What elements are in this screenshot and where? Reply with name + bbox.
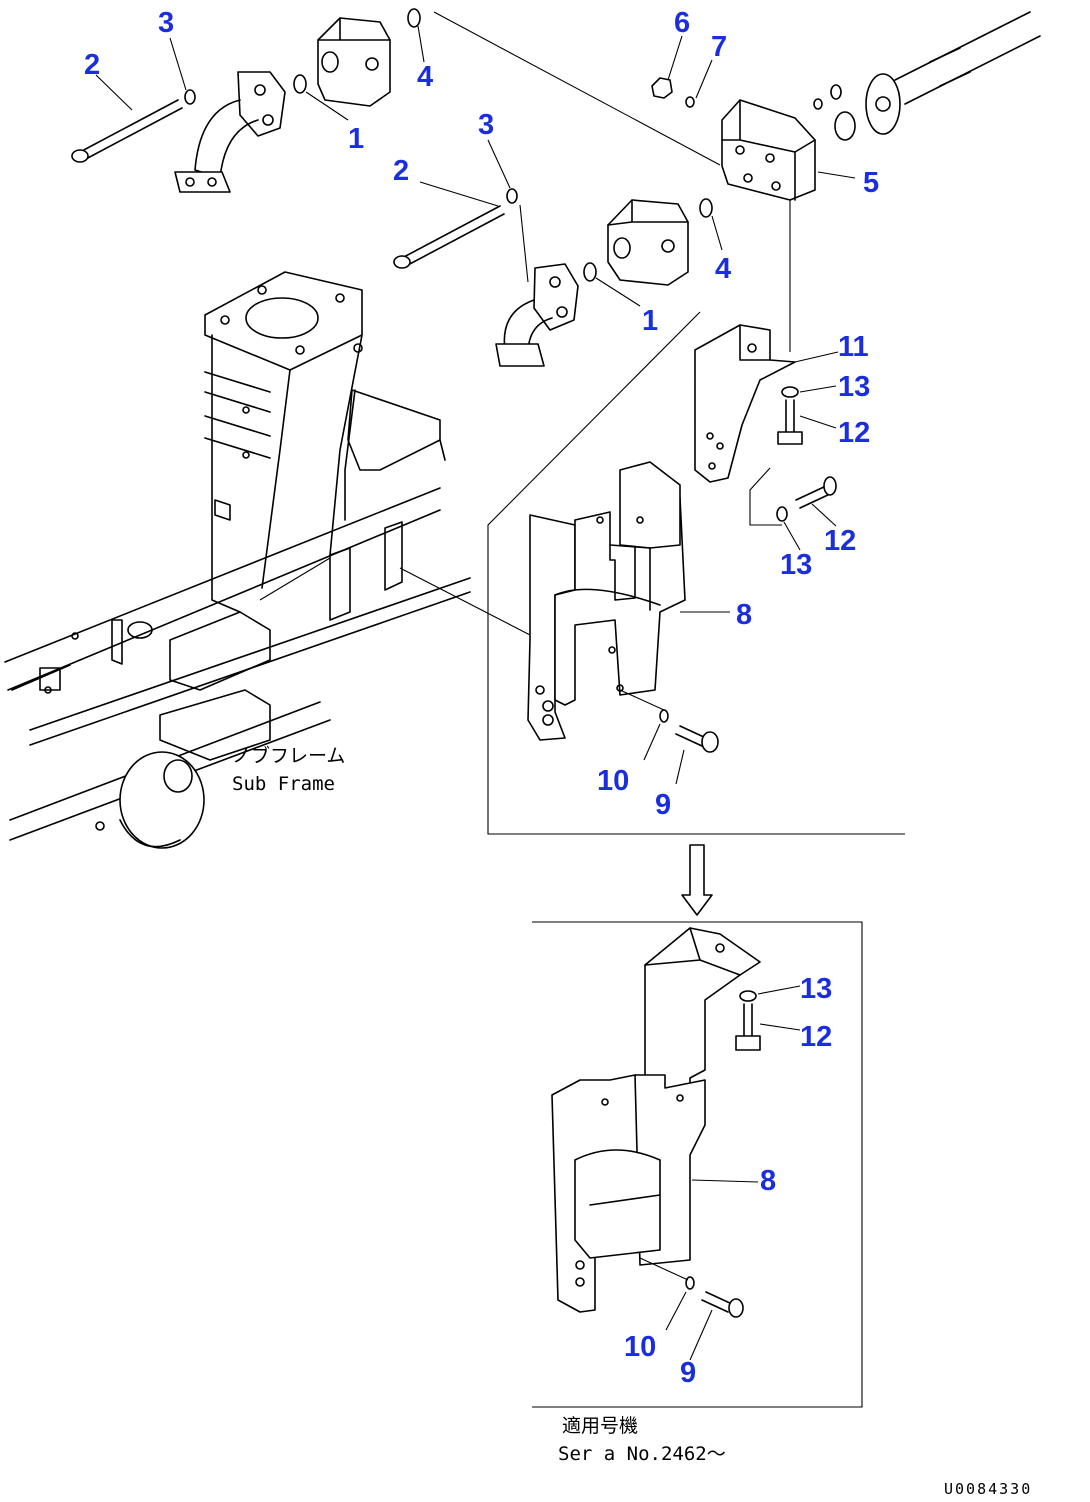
bracket-part-8-lower (551, 927, 761, 1313)
callout-3-left: 3 (158, 7, 174, 39)
washer-part-7 (685, 96, 695, 108)
bolt-part-9-upper (675, 725, 719, 753)
callout-12-middle: 12 (824, 525, 856, 557)
applicable-serial-label-jp: 適用号機 (562, 1415, 638, 1437)
o-ring-part-4-center (699, 198, 713, 218)
elbow-flange-left (174, 71, 286, 193)
callout-6: 6 (674, 7, 690, 39)
washer-part-3-center (506, 188, 518, 204)
callout-7: 7 (711, 31, 727, 63)
callout-1-left: 1 (348, 123, 364, 155)
bolt-part-12-lower (795, 476, 837, 509)
callout-12-lower: 12 (800, 1021, 832, 1053)
arrow-down-icon (681, 844, 713, 916)
callout-12-upper: 12 (838, 417, 870, 449)
bolt-part-2-center (393, 205, 505, 269)
bracket-part-11 (694, 324, 839, 483)
callout-2-center: 2 (393, 155, 409, 187)
pump-elbow-assembly-left (71, 8, 721, 193)
side-bracket-frame (344, 389, 446, 521)
callout-9-upper: 9 (655, 789, 671, 821)
callout-1-center: 1 (642, 305, 658, 337)
bolt-part-12-serial (735, 1003, 761, 1051)
bolt-part-12-upper (777, 399, 803, 445)
callout-11: 11 (838, 331, 869, 363)
bolt-part-2-left (71, 99, 183, 163)
hydraulic-pump-center (607, 199, 689, 286)
washer-part-13-serial (739, 990, 757, 1002)
washer-part-13-lower (776, 506, 788, 522)
sub-frame-label-en: Sub Frame (232, 773, 335, 795)
o-ring-part-1-center (583, 262, 597, 282)
bracket-part-8-upper (527, 461, 730, 741)
o-ring-part-4-left (407, 8, 421, 28)
main-frame-tower (204, 271, 363, 613)
sub-frame-label-jp: ノブフレーム (232, 744, 345, 767)
callout-4-center: 4 (715, 253, 731, 285)
callout-13-upper: 13 (838, 371, 870, 403)
drive-shaft (813, 11, 1041, 141)
washer-part-13-upper (781, 386, 799, 398)
washer-part-3-left (184, 89, 196, 105)
callout-13-middle: 13 (780, 549, 812, 581)
bolt-part-9-serial (701, 1291, 744, 1318)
washer-part-10-serial (685, 1276, 695, 1290)
callout-4-left: 4 (417, 61, 433, 93)
callout-10-lower: 10 (624, 1331, 656, 1363)
callout-8-lower: 8 (760, 1165, 776, 1197)
applicable-serial-label-en: Ser a No.2462～ (558, 1443, 726, 1465)
detail-frame-lower (532, 921, 863, 1408)
callout-2-left: 2 (84, 49, 100, 81)
callout-13-lower: 13 (800, 973, 832, 1005)
callout-8-upper: 8 (736, 599, 752, 631)
callout-9-lower: 9 (680, 1357, 696, 1389)
o-ring-part-1-left (293, 74, 307, 94)
pump-mount-block-part-5 (721, 99, 856, 352)
hydraulic-pump-left (317, 17, 391, 107)
nut-part-6 (651, 77, 673, 99)
callout-5: 5 (863, 167, 879, 199)
part-callouts: 1 1 2 2 3 3 4 4 5 6 7 8 8 9 9 10 10 11 1… (84, 7, 879, 1389)
callout-10-upper: 10 (597, 765, 629, 797)
elbow-flange-center (495, 263, 579, 367)
pump-elbow-assembly-center (393, 139, 723, 367)
sub-frame (4, 487, 531, 849)
drawing-code: U0084330 (944, 1480, 1032, 1498)
callout-3-center: 3 (478, 109, 494, 141)
washer-part-10-upper (659, 709, 669, 723)
detail-frame-upper (487, 311, 905, 835)
